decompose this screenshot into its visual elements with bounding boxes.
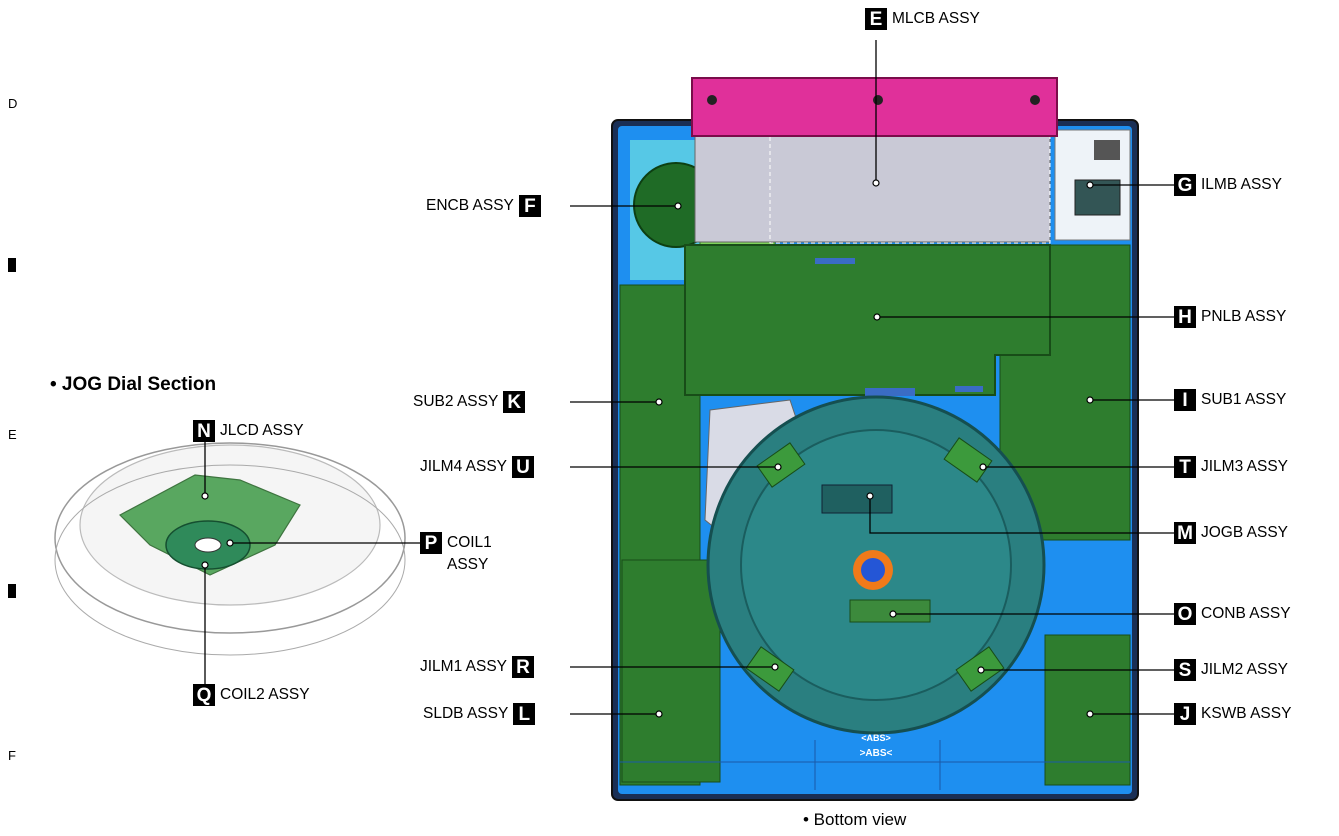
jilm4-board [756, 442, 806, 488]
abs-mark-1: <ABS> [861, 733, 891, 743]
row-marker-bar [8, 584, 16, 598]
callout-tag: F [518, 195, 541, 217]
pnlb-board [684, 244, 1051, 396]
row-marker-bar [8, 258, 16, 272]
callout-tag: R [512, 656, 535, 678]
callout-tag: K [503, 391, 526, 413]
magenta-board [691, 77, 1058, 137]
callout-sldb: SLDB ASSY L [423, 703, 536, 725]
callout-text: COIL1 ASSY [447, 532, 492, 576]
callout-text: ILMB ASSY [1201, 176, 1282, 193]
callout-tag: U [512, 456, 535, 478]
ilmb-board [1074, 179, 1121, 216]
callout-encb: ENCB ASSY F [426, 195, 541, 217]
callout-jilm2: S JILM2 ASSY [1174, 659, 1288, 681]
row-marker-f: F [8, 748, 16, 763]
callout-coil2: Q COIL2 ASSY [193, 684, 310, 706]
callout-tag: H [1174, 306, 1196, 328]
callout-text: ENCB ASSY [426, 197, 514, 214]
callout-text: SLDB ASSY [423, 705, 509, 722]
callout-text: JILM2 ASSY [1201, 661, 1289, 678]
center-core [861, 558, 885, 582]
callout-jogb: M JOGB ASSY [1174, 522, 1288, 544]
callout-jilm1: JILM1 ASSY R [420, 656, 535, 678]
callout-text: SUB2 ASSY [413, 393, 499, 410]
callout-text: JOGB ASSY [1201, 524, 1289, 541]
kswb-board [1044, 634, 1131, 786]
callout-text: JILM4 ASSY [420, 458, 508, 475]
sldb-board [621, 559, 721, 783]
jog-section-title: • JOG Dial Section [50, 374, 217, 395]
callout-tag: E [865, 8, 887, 30]
callout-text: MLCB ASSY [892, 10, 980, 27]
callout-text: COIL2 ASSY [220, 686, 310, 703]
callout-text-line1: COIL1 [447, 534, 492, 551]
callout-ilmb: G ILMB ASSY [1174, 174, 1282, 196]
row-marker-e: E [8, 427, 17, 442]
callout-text: CONB ASSY [1201, 605, 1291, 622]
leader-dots [201, 179, 1094, 718]
callout-text: SUB1 ASSY [1201, 391, 1287, 408]
callout-tag: P [420, 532, 442, 554]
mlcb-plate [694, 131, 1051, 243]
callout-tag: M [1174, 522, 1196, 544]
callout-sub1: I SUB1 ASSY [1174, 389, 1286, 411]
callout-tag: S [1174, 659, 1196, 681]
callout-text: JLCD ASSY [220, 422, 304, 439]
callout-text-line2: ASSY [447, 556, 489, 573]
callout-tag: O [1174, 603, 1196, 625]
leader-lines [204, 40, 1174, 715]
callout-mlcb: E MLCB ASSY [865, 8, 980, 30]
callout-text: JILM1 ASSY [420, 658, 508, 675]
callout-kswb: J KSWB ASSY [1174, 703, 1291, 725]
jilm3-board [943, 437, 993, 483]
callout-text: KSWB ASSY [1201, 705, 1292, 722]
jogb-board [821, 484, 893, 514]
callout-sub2: SUB2 ASSY K [413, 391, 526, 413]
callout-tag: J [1174, 703, 1196, 725]
callout-tag: N [193, 420, 215, 442]
callout-text: JILM3 ASSY [1201, 458, 1289, 475]
callout-tag: G [1174, 174, 1196, 196]
callout-coil1: P COIL1 ASSY [420, 532, 492, 576]
jog-dial-illustration [54, 442, 406, 656]
callout-jilm3: T JILM3 ASSY [1174, 456, 1288, 478]
callout-jlcd: N JLCD ASSY [193, 420, 304, 442]
row-marker-d: D [8, 96, 18, 111]
callout-text: PNLB ASSY [1201, 308, 1287, 325]
abs-mark-2: >ABS< [860, 748, 893, 759]
bottom-view-unit [611, 77, 1139, 801]
jilm1-board [745, 646, 795, 692]
callout-tag: L [513, 703, 536, 725]
ilmb-connector [1094, 140, 1120, 160]
bottom-view-caption: • Bottom view [803, 810, 907, 829]
callout-tag: Q [193, 684, 215, 706]
conb-board [849, 599, 931, 623]
callout-pnlb: H PNLB ASSY [1174, 306, 1286, 328]
callout-conb: O CONB ASSY [1174, 603, 1291, 625]
callout-jilm4: JILM4 ASSY U [420, 456, 535, 478]
callout-tag: T [1174, 456, 1196, 478]
callout-tag: I [1174, 389, 1196, 411]
